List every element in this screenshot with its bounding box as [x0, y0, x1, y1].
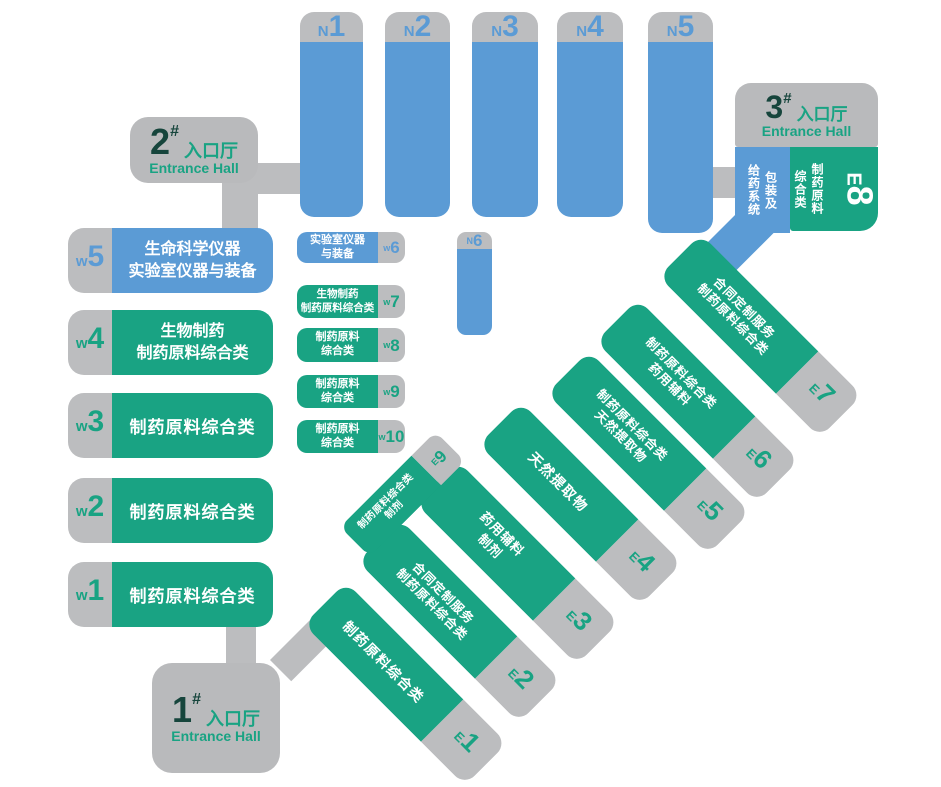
hall-n1: N1 制药机械与包装设备: [300, 12, 363, 217]
connector-entrance2-w5: [222, 178, 258, 232]
hall-n6: N6 制药工程综合馆: [457, 232, 492, 335]
hall-n2: N2 制药机械与包装设备: [385, 12, 450, 217]
entrance-hall-2: 2#入口厅 Entrance Hall: [130, 117, 258, 183]
hall-n3: N3 制药机械与包装设备生物工程: [472, 12, 538, 217]
entrance-hall-3: 3#入口厅 Entrance Hall: [735, 83, 878, 147]
connector-w1-entrance1: [226, 622, 256, 667]
connector-entrance2-n1: [252, 163, 304, 194]
hall-n4: N4 制药机械与包装设备洁净与环保: [557, 12, 623, 217]
entrance-hall-1: 1#入口厅 Entrance Hall: [152, 663, 280, 773]
hall-packaging-delivery: 包装及 给药系统: [735, 147, 790, 233]
